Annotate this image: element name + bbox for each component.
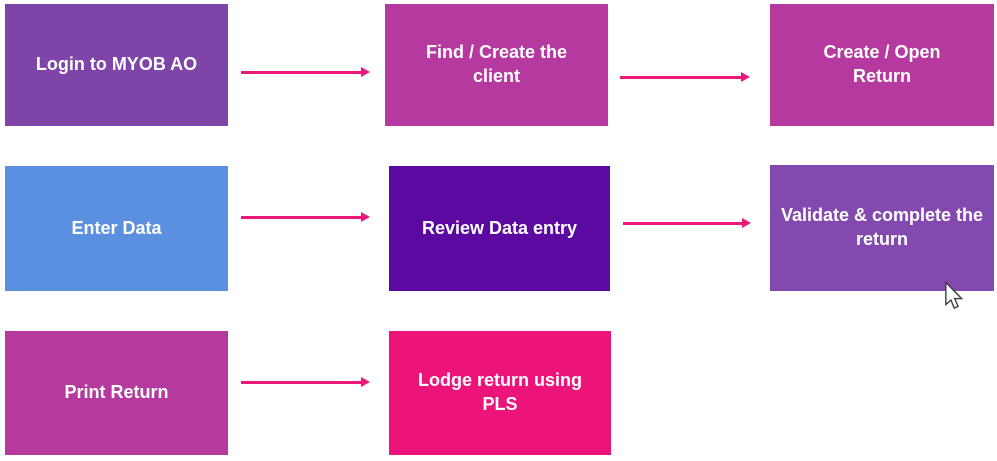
flow-node-print-return: Print Return xyxy=(5,331,228,455)
arrow-head-icon xyxy=(742,218,751,228)
flow-node-label: Review Data entry xyxy=(421,217,578,238)
flow-node-validate-complete: Validate & complete the return xyxy=(770,165,994,291)
arrow-line xyxy=(241,215,361,219)
arrow-head-icon xyxy=(361,212,370,222)
flow-node-enter-data: Enter Data xyxy=(5,166,228,291)
arrow-head-icon xyxy=(361,67,370,77)
mouse-cursor-icon xyxy=(945,281,964,310)
flow-arrow-4 xyxy=(623,217,751,229)
flow-node-create-open-return: Create / Open Return xyxy=(770,4,994,126)
flow-node-review-data-entry: Review Data entry xyxy=(389,166,610,291)
flow-node-label: Validate & complete the return xyxy=(780,205,984,249)
arrow-line xyxy=(620,75,741,79)
arrow-head-icon xyxy=(741,72,750,82)
arrow-line xyxy=(241,70,361,74)
flow-node-lodge-pls: Lodge return using PLS xyxy=(389,331,611,455)
flow-arrow-1 xyxy=(241,66,370,78)
flow-node-label: Print Return xyxy=(64,382,169,403)
flow-arrow-3 xyxy=(241,211,370,223)
flow-node-find-create-client: Find / Create the client xyxy=(385,4,608,126)
flow-node-label: Lodge return using PLS xyxy=(418,370,582,414)
flow-node-label: Enter Data xyxy=(71,217,162,238)
flow-node-label: Login to MYOB AO xyxy=(35,54,198,75)
arrow-line xyxy=(623,221,742,225)
flow-node-login: Login to MYOB AO xyxy=(5,4,228,126)
flow-node-label: Find / Create the client xyxy=(425,42,568,86)
arrow-line xyxy=(241,380,361,384)
arrow-head-icon xyxy=(361,377,370,387)
flow-node-label: Create / Open Return xyxy=(823,42,941,86)
flow-arrow-2 xyxy=(620,71,750,83)
flow-arrow-5 xyxy=(241,376,370,388)
